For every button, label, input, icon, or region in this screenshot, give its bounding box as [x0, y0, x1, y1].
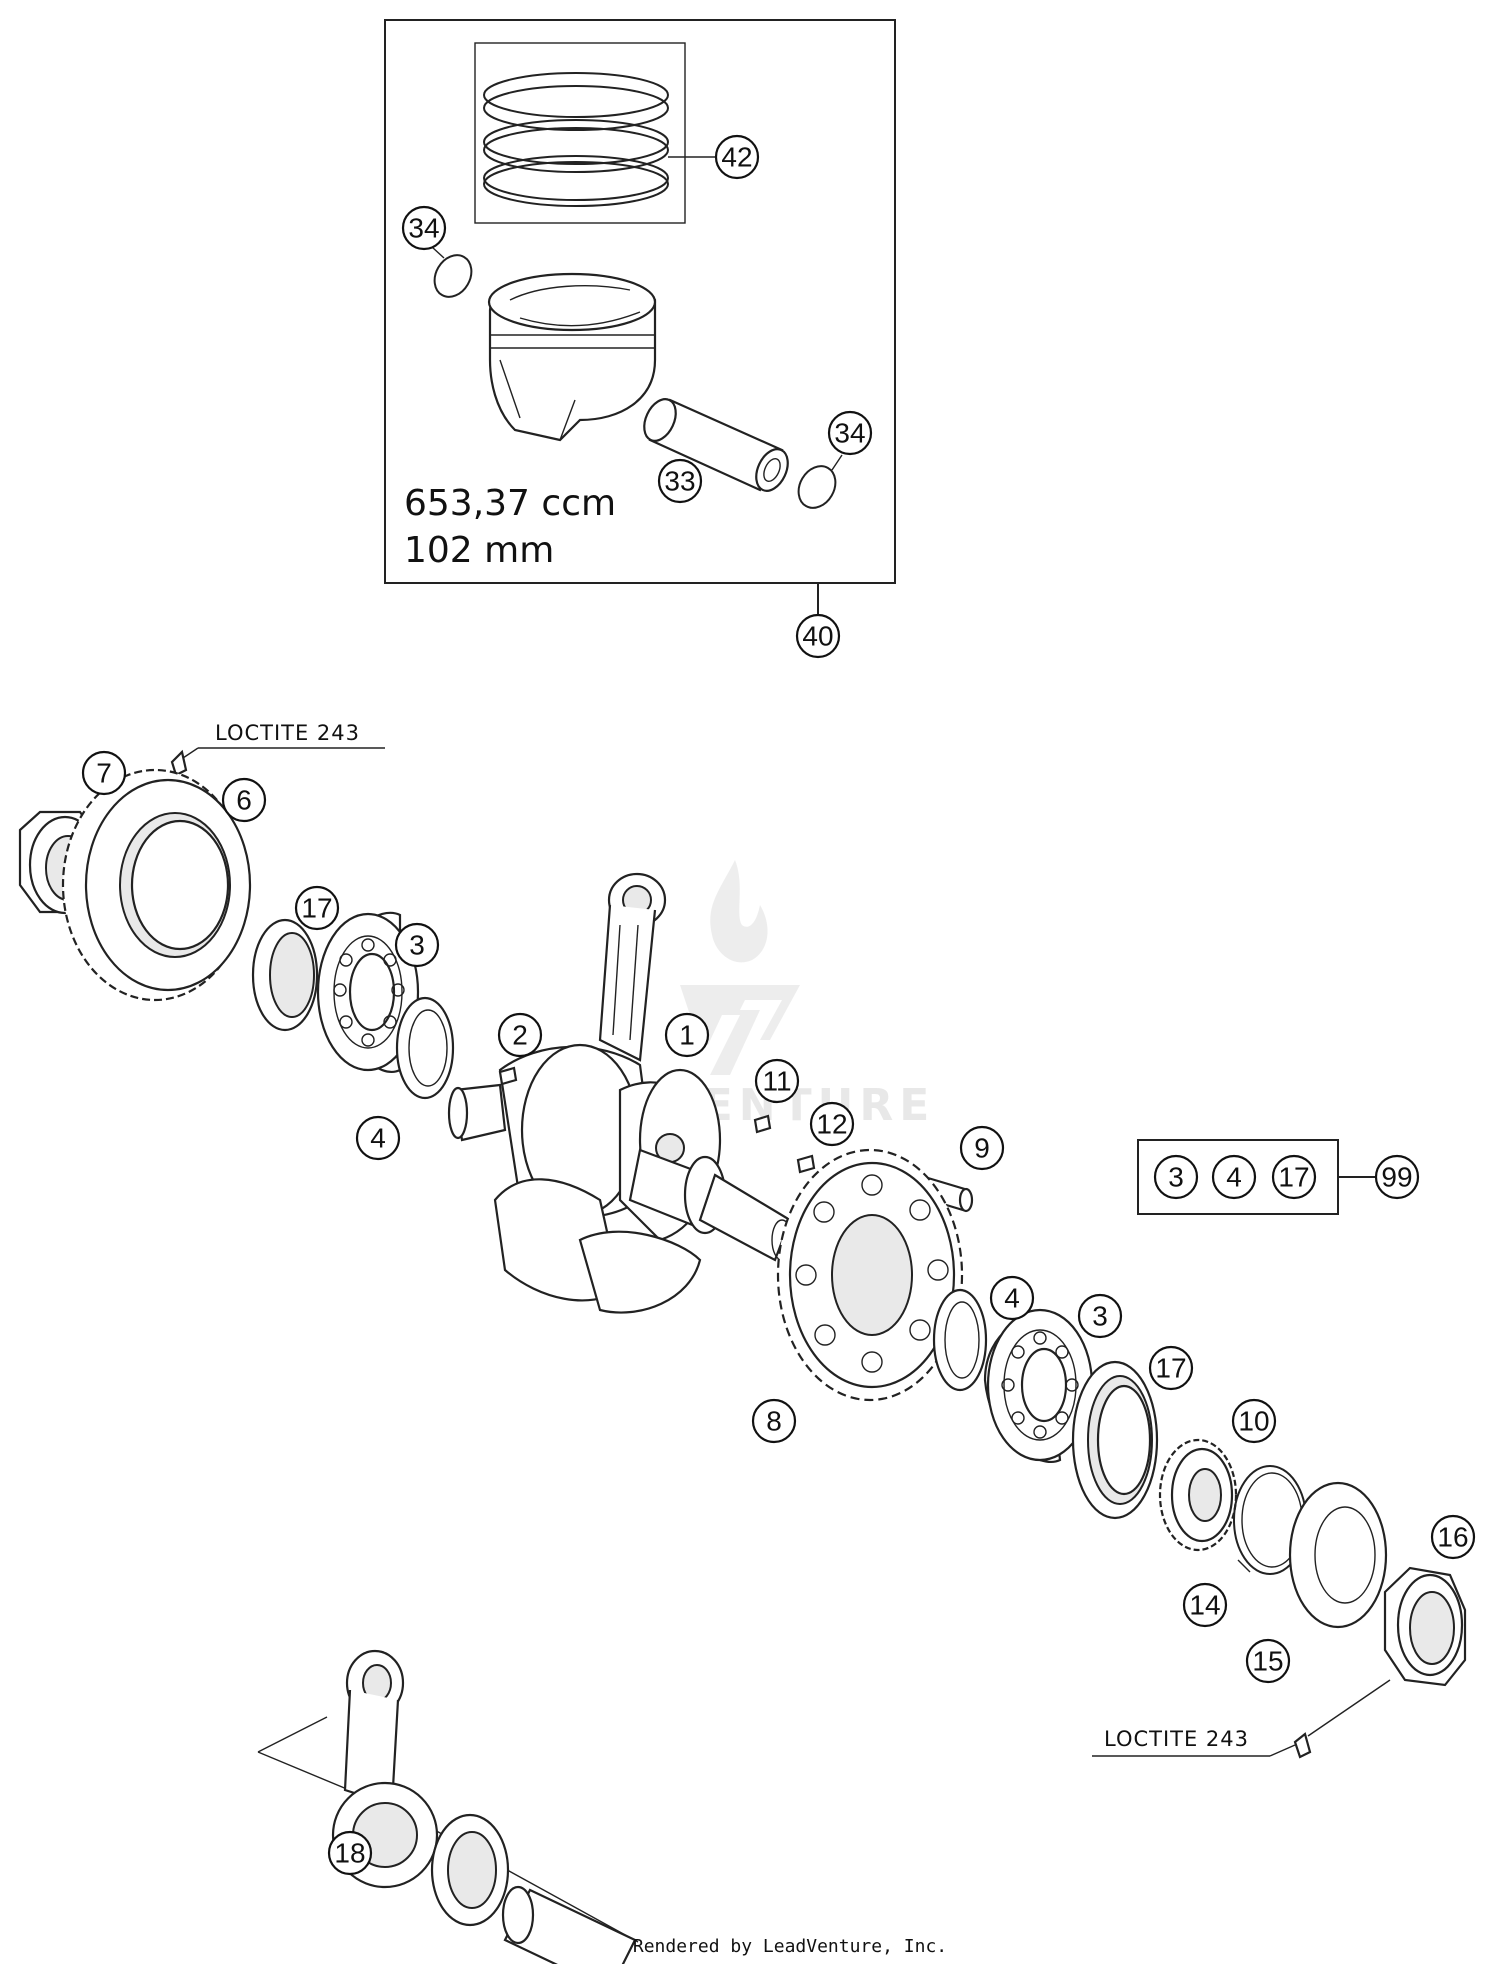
callout-33-label: 33 — [664, 466, 695, 497]
callout-4-left: 4 — [355, 1115, 401, 1161]
crankshaft — [447, 1043, 793, 1314]
callout-33: 33 — [657, 458, 703, 504]
callout-17-left-label: 17 — [301, 893, 332, 924]
callout-9: 9 — [959, 1125, 1005, 1171]
loctite-bottom-label: LOCTITE 243 — [1104, 1727, 1249, 1751]
callout-34-lower: 34 — [827, 410, 873, 456]
callout-17-left: 17 — [294, 885, 340, 931]
callout-4-right-label: 4 — [1004, 1283, 1020, 1314]
callout-2: 2 — [497, 1012, 543, 1058]
displacement-text: 653,37 ccm — [404, 483, 616, 524]
shim-4-right — [932, 1288, 988, 1392]
callout-40-label: 40 — [802, 621, 833, 652]
callout-34-upper-label: 34 — [408, 213, 439, 244]
loctite-note-top: LOCTITE 243 — [99, 721, 385, 853]
callout-1: 1 — [664, 1012, 710, 1058]
piston-kit-box — [384, 19, 896, 615]
credit-text: Rendered by LeadVenture, Inc. — [633, 1936, 947, 1957]
circlip-upper — [431, 246, 473, 298]
callout-18-label: 18 — [334, 1838, 365, 1869]
callout-8: 8 — [751, 1398, 797, 1444]
circlip-lower — [797, 454, 843, 509]
bearing-3-left — [316, 911, 420, 1073]
kit-callout-4: 4 — [1211, 1154, 1257, 1200]
key-2 — [498, 1066, 518, 1086]
callout-99-label: 99 — [1381, 1162, 1412, 1193]
callout-16-label: 16 — [1437, 1522, 1468, 1553]
callout-4-right: 4 — [989, 1275, 1035, 1321]
callout-17-right-label: 17 — [1155, 1353, 1186, 1384]
callout-1-label: 1 — [679, 1020, 695, 1051]
gear-6 — [61, 768, 252, 1002]
callout-11: 11 — [754, 1058, 800, 1104]
conrod-assembly-18 — [257, 1649, 639, 1964]
callout-9-label: 9 — [974, 1133, 990, 1164]
callout-15-label: 15 — [1252, 1646, 1283, 1677]
callout-6: 6 — [221, 777, 267, 823]
callout-11-label: 11 — [762, 1066, 791, 1097]
kit-callout-17: 17 — [1271, 1154, 1317, 1200]
connecting-rod — [598, 872, 667, 1062]
kit-callout-3: 3 — [1153, 1154, 1199, 1200]
callout-15: 15 — [1245, 1638, 1291, 1684]
callout-6-label: 6 — [236, 785, 252, 816]
washer-15 — [1288, 1481, 1388, 1629]
callout-40: 40 — [795, 613, 841, 659]
callout-4-left-label: 4 — [370, 1123, 386, 1154]
callout-12-label: 12 — [816, 1109, 847, 1140]
key-11 — [753, 1114, 772, 1134]
piston — [487, 272, 657, 442]
callout-8-label: 8 — [766, 1406, 782, 1437]
callout-7: 7 — [81, 750, 127, 796]
callout-3-right-label: 3 — [1092, 1301, 1108, 1332]
callout-16: 16 — [1430, 1514, 1476, 1560]
kit-callout-3-label: 3 — [1168, 1162, 1184, 1193]
bearing-3-right — [983, 1308, 1094, 1463]
callout-42: 42 — [714, 134, 760, 180]
piston-rings — [483, 72, 716, 207]
shim-4-left — [395, 996, 455, 1100]
callout-99: 99 — [1374, 1154, 1420, 1200]
key-12 — [796, 1154, 816, 1174]
callout-3-right: 3 — [1077, 1293, 1123, 1339]
callout-2-label: 2 — [512, 1020, 528, 1051]
piston-pin — [643, 398, 789, 492]
callout-7-label: 7 — [96, 758, 112, 789]
nut-16 — [1383, 1566, 1467, 1687]
callout-14-label: 14 — [1189, 1590, 1220, 1621]
loctite-note-bottom: LOCTITE 243 — [1092, 1679, 1391, 1759]
ring-17-left — [251, 918, 319, 1032]
callout-10: 10 — [1231, 1398, 1277, 1444]
callout-3-left-label: 3 — [409, 930, 425, 961]
callout-10-label: 10 — [1238, 1406, 1269, 1437]
sprocket-8 — [776, 1148, 964, 1402]
kit-callout-17-label: 17 — [1278, 1162, 1309, 1193]
callout-17-right: 17 — [1148, 1345, 1194, 1391]
kit-callout-4-label: 4 — [1226, 1162, 1242, 1193]
gear-10 — [1158, 1438, 1238, 1552]
callout-42-label: 42 — [721, 142, 752, 173]
loctite-top-label: LOCTITE 243 — [215, 721, 360, 745]
ring-17-right — [1071, 1360, 1159, 1520]
callout-18: 18 — [327, 1830, 373, 1876]
callout-14: 14 — [1182, 1582, 1228, 1628]
callout-34-lower-label: 34 — [834, 418, 865, 449]
callout-3-left: 3 — [394, 922, 440, 968]
callout-34-upper: 34 — [401, 205, 447, 251]
bearing-kit-box — [1137, 1139, 1376, 1215]
callout-12: 12 — [809, 1101, 855, 1147]
bore-text: 102 mm — [404, 530, 554, 571]
